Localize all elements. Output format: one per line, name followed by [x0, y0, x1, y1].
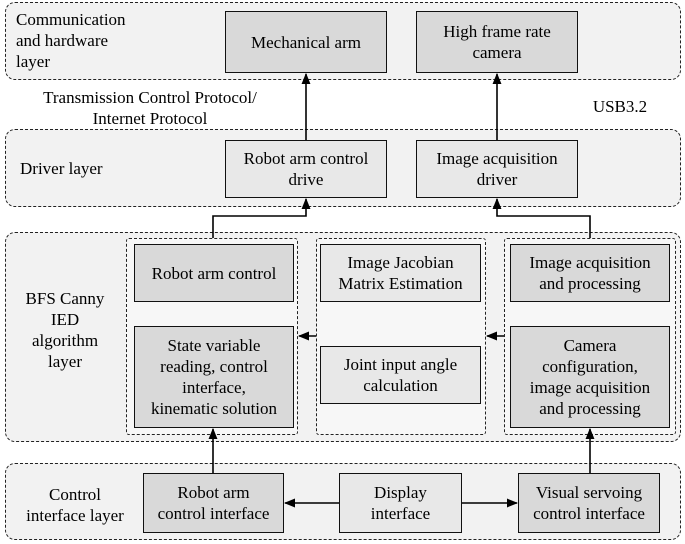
image-driver-text: Image acquisition driver — [436, 149, 558, 189]
joint-angle-box: Joint input angle calculation — [320, 346, 481, 404]
driver-layer-label: Driver layer — [20, 159, 103, 178]
visual-servoing-text: Visual servoing control interface — [533, 483, 645, 523]
jacobian-box: Image Jacobian Matrix Estimation — [320, 244, 481, 302]
state-variable-box: State variable reading, control interfac… — [134, 326, 294, 428]
image-processing-box: Image acquisition and processing — [510, 244, 670, 302]
image-driver-box: Image acquisition driver — [416, 140, 578, 198]
mechanical-arm-box: Mechanical arm — [225, 11, 387, 73]
camera-config-text: Camera configuration, image acquisition … — [529, 336, 651, 418]
state-variable-text: State variable reading, control interfac… — [150, 336, 278, 418]
camera-text: High frame rate camera — [443, 22, 551, 62]
mechanical-arm-text: Mechanical arm — [251, 32, 361, 52]
communication-layer-label: Communication and hardware layer — [16, 10, 126, 71]
joint-angle-text: Joint input angle calculation — [343, 355, 458, 395]
camera-config-box: Camera configuration, image acquisition … — [510, 326, 670, 428]
robot-drive-box: Robot arm control drive — [225, 140, 387, 198]
visual-servoing-box: Visual servoing control interface — [518, 473, 660, 533]
robot-drive-text: Robot arm control drive — [243, 149, 369, 189]
robot-interface-box: Robot arm control interface — [143, 473, 284, 533]
display-box: Display interface — [339, 473, 462, 533]
display-text: Display interface — [370, 483, 431, 523]
robot-interface-text: Robot arm control interface — [157, 483, 270, 523]
algorithm-layer-label: BFS Canny IED algorithm layer — [25, 289, 105, 371]
jacobian-text: Image Jacobian Matrix Estimation — [338, 253, 463, 293]
robot-control-box: Robot arm control — [134, 244, 294, 302]
tcp-ip-annotation: Transmission Control Protocol/ Internet … — [43, 88, 257, 128]
control-layer-label: Control interface layer — [26, 485, 124, 525]
robot-control-text: Robot arm control — [151, 263, 277, 283]
camera-box: High frame rate camera — [416, 11, 578, 73]
image-processing-text: Image acquisition and processing — [529, 253, 651, 293]
usb-annotation: USB3.2 — [592, 97, 648, 116]
